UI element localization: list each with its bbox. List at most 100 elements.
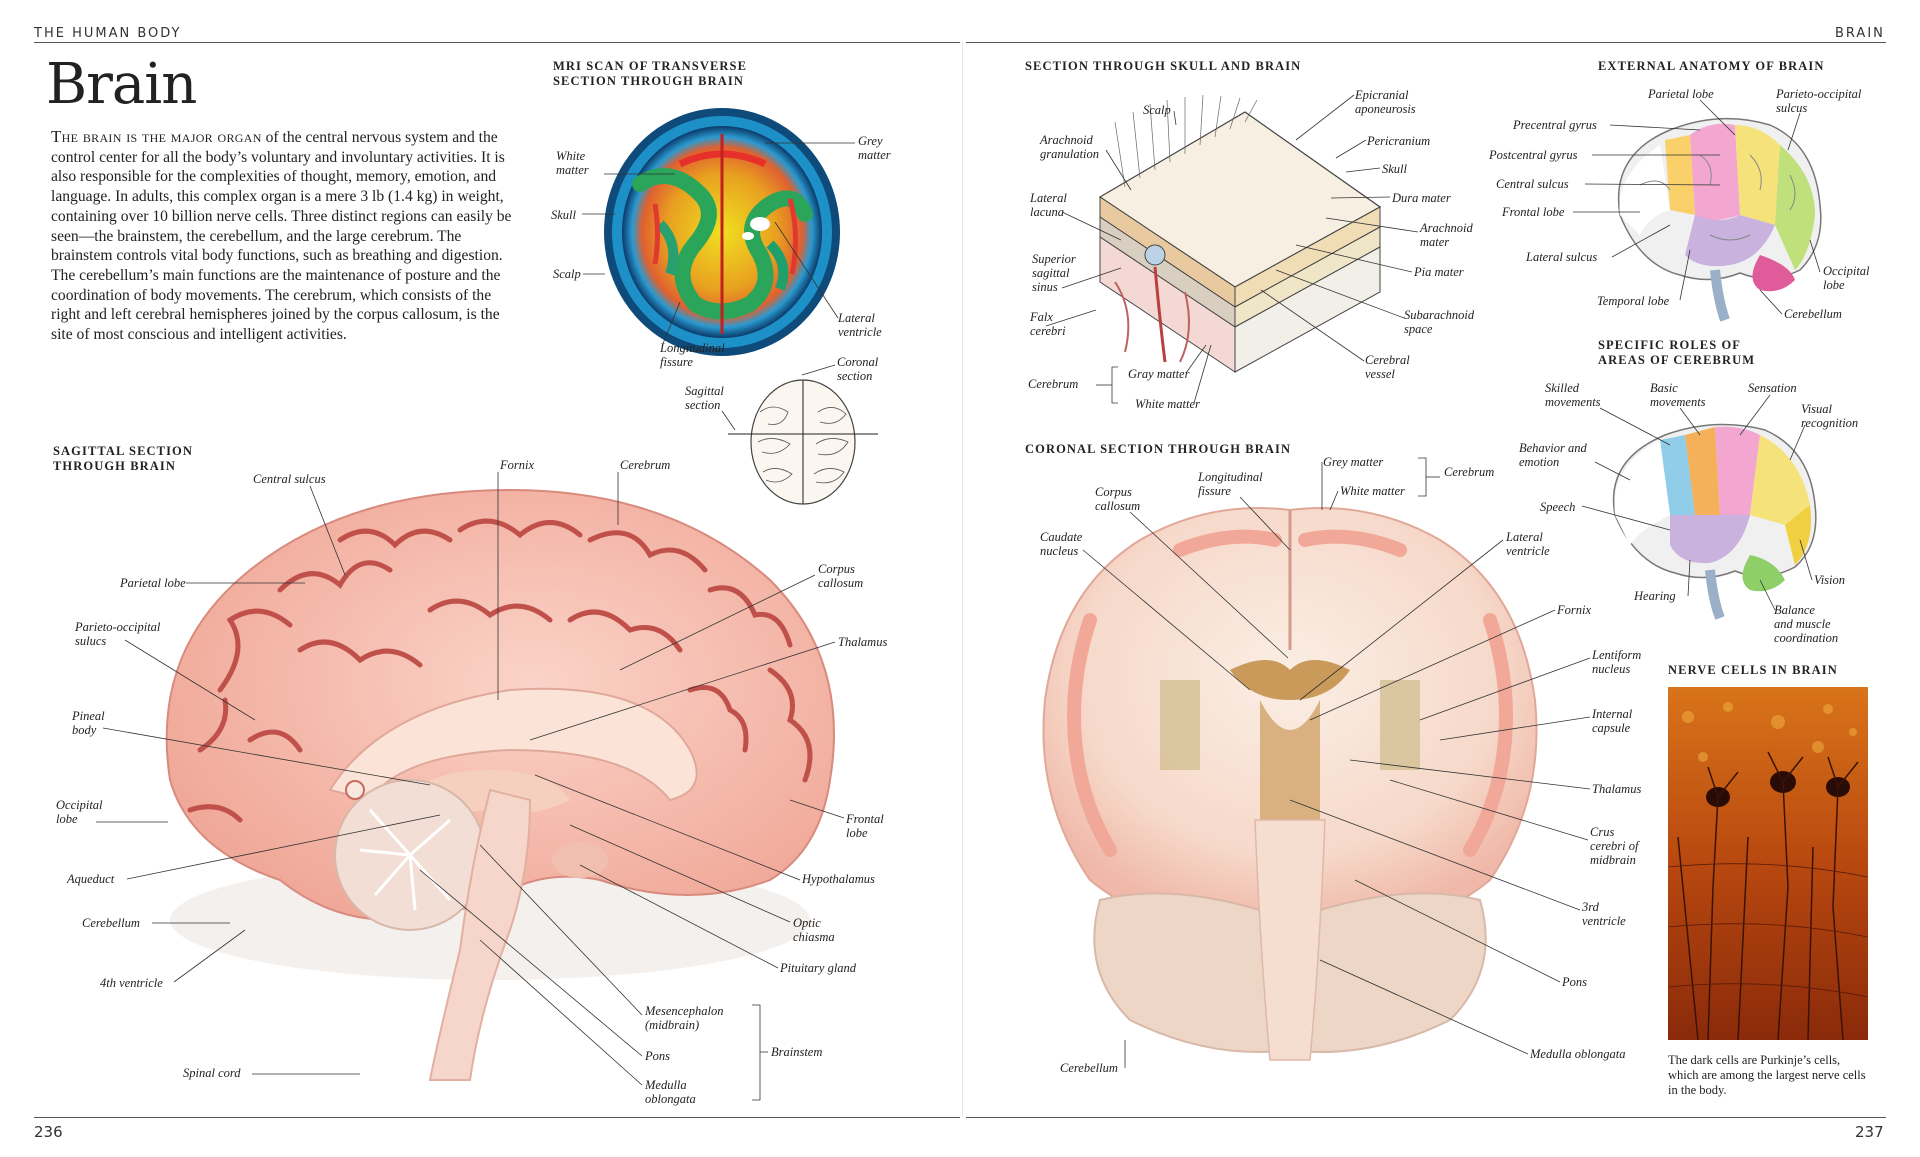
external-brain-image bbox=[1617, 117, 1822, 322]
cor-label-cerebrum: Cerebrum bbox=[1444, 465, 1495, 479]
sag-label-brainstem: Brainstem bbox=[771, 1045, 823, 1059]
intro-paragraph: The brain is the major organ of the cent… bbox=[51, 127, 521, 345]
sag-label-thalamus: Thalamus bbox=[838, 635, 888, 649]
sagittal-leader-lines bbox=[96, 472, 845, 1101]
roles-brain-image bbox=[1612, 423, 1817, 620]
cor-label-pons: Pons bbox=[1562, 975, 1587, 989]
roles-label-speech: Speech bbox=[1540, 500, 1576, 514]
ext-label-temporal-lobe: Temporal lobe bbox=[1597, 294, 1670, 308]
skull-label-dura-mater: Dura mater bbox=[1392, 191, 1451, 205]
ext-label-postcentral-gyrus: Postcentral gyrus bbox=[1489, 148, 1578, 162]
skull-label-pericranium: Pericranium bbox=[1367, 134, 1431, 148]
ext-label-frontal-lobe: Frontal lobe bbox=[1502, 205, 1565, 219]
right-page-number: 237 bbox=[1855, 1123, 1884, 1141]
nerve-cells-caption: The dark cells are Purkinje’s cells, whi… bbox=[1668, 1053, 1866, 1097]
mri-heading-line1: MRI SCAN OF TRANSVERSE bbox=[553, 59, 748, 73]
ext-label-central-sulcus: Central sulcus bbox=[1496, 177, 1569, 191]
gutter bbox=[962, 42, 963, 1117]
sag-label-hypothalamus: Hypothalamus bbox=[802, 872, 875, 886]
right-header-rule bbox=[966, 42, 1886, 43]
nerve-cells-image bbox=[1668, 687, 1868, 1040]
roles-heading-line1: SPECIFIC ROLES OF bbox=[1598, 338, 1742, 352]
sagittal-heading: SAGITTAL SECTION THROUGH BRAIN bbox=[53, 444, 193, 474]
intro-lead: The brain is the major organ bbox=[51, 127, 262, 146]
skull-label-white-matter: White matter bbox=[1135, 397, 1200, 411]
ext-label-lateral-sulcus: Lateral sulcus bbox=[1526, 250, 1598, 264]
cor-label-thalamus: Thalamus bbox=[1592, 782, 1642, 796]
sag-label-mesencephalon: Mesencephalon(midbrain) bbox=[645, 1004, 724, 1032]
sag-label-4th-ventricle: 4th ventricle bbox=[100, 976, 163, 990]
sagittal-brain-image bbox=[165, 488, 835, 1081]
roles-label-vision: Vision bbox=[1814, 573, 1846, 587]
skull-label-cerebrum: Cerebrum bbox=[1028, 377, 1079, 391]
ext-label-precentral-gyrus: Precentral gyrus bbox=[1513, 118, 1597, 132]
nerve-cells-heading: NERVE CELLS IN BRAIN bbox=[1668, 663, 1838, 677]
skull-label-pia-mater: Pia mater bbox=[1414, 265, 1464, 279]
sag-label-aqueduct: Aqueduct bbox=[67, 872, 115, 886]
mri-label-skull: Skull bbox=[551, 208, 576, 222]
right-running-head: BRAIN bbox=[1835, 26, 1885, 41]
page-title: Brain bbox=[46, 52, 197, 117]
skull-label-scalp: Scalp bbox=[1143, 103, 1171, 117]
cor-label-fornix: Fornix bbox=[1557, 603, 1592, 617]
mri-heading-line2: SECTION THROUGH BRAIN bbox=[553, 74, 744, 88]
sag-label-central-sulcus: Central sulcus bbox=[253, 472, 326, 486]
cor-label-grey-matter: Grey matter bbox=[1323, 455, 1384, 469]
coronal-brain-image bbox=[1042, 507, 1538, 1061]
cor-label-white-matter: White matter bbox=[1340, 484, 1405, 498]
ext-label-cerebellum: Cerebellum bbox=[1784, 307, 1842, 321]
roles-label-hearing: Hearing bbox=[1634, 589, 1676, 603]
sagittal-heading-line1: SAGITTAL SECTION bbox=[53, 444, 193, 458]
right-footer-rule bbox=[966, 1117, 1886, 1118]
sag-label-cerebellum: Cerebellum bbox=[82, 916, 140, 930]
sag-label-pituitary-gland: Pituitary gland bbox=[780, 961, 857, 975]
mri-leader-lines bbox=[582, 142, 855, 431]
small-brain-top-view bbox=[728, 379, 878, 505]
left-page-number: 236 bbox=[34, 1123, 63, 1141]
cor-label-medulla-oblongata: Medulla oblongata bbox=[1530, 1047, 1626, 1061]
skull-section-heading: SECTION THROUGH SKULL AND BRAIN bbox=[1025, 59, 1302, 73]
cor-label-cerebellum: Cerebellum bbox=[1060, 1061, 1118, 1075]
intro-body: of the central nervous system and the co… bbox=[51, 129, 512, 344]
roles-heading-line2: AREAS OF CEREBRUM bbox=[1598, 353, 1756, 367]
roles-label-sensation: Sensation bbox=[1748, 381, 1797, 395]
skull-label-skull: Skull bbox=[1382, 162, 1407, 176]
external-anatomy-heading: EXTERNAL ANATOMY OF BRAIN bbox=[1598, 59, 1825, 73]
skull-label-gray-matter: Gray matter bbox=[1128, 367, 1190, 381]
sag-label-spinal-cord: Spinal cord bbox=[183, 1066, 241, 1080]
left-footer-rule bbox=[34, 1117, 960, 1118]
sagittal-heading-line2: THROUGH BRAIN bbox=[53, 459, 176, 473]
